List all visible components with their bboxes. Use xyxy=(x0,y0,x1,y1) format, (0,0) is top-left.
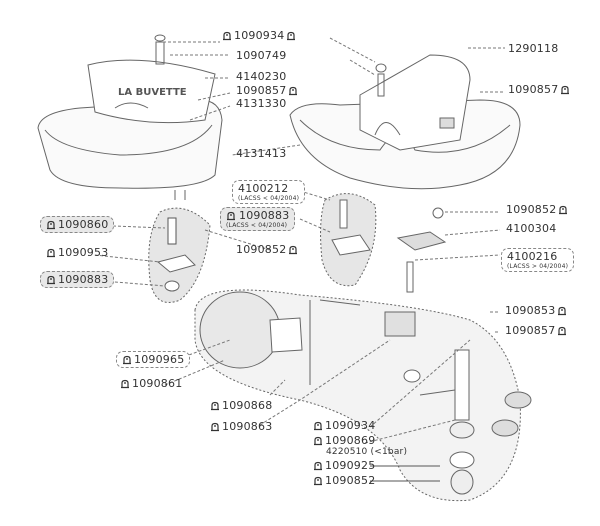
part-number: 1090852 xyxy=(325,474,376,487)
part-label-1090925: 1090925 xyxy=(313,459,375,472)
part-number: 1090860 xyxy=(58,218,109,231)
part-number: 1090883 xyxy=(239,209,290,222)
part-label-1090857-a: 1090857 xyxy=(236,84,298,97)
spare-part-icon xyxy=(558,205,568,215)
part-label-4131330: 4131330 xyxy=(236,97,286,110)
part-label-4131413: 4131413 xyxy=(236,147,286,160)
part-label-1090868: 1090868 xyxy=(210,399,272,412)
spare-part-icon xyxy=(557,306,567,316)
spare-part-icon xyxy=(286,31,296,41)
part-label-1090863: 1090863 xyxy=(210,420,272,433)
part-number: 4100212 xyxy=(238,182,289,195)
part-label-1090852-mid: 1090852 xyxy=(236,243,298,256)
spare-part-icon xyxy=(120,379,130,389)
part-label-1090857-c: 1090857 xyxy=(505,324,567,337)
spare-part-icon xyxy=(46,248,56,258)
part-label-4220510: 4220510 (<1bar) xyxy=(326,446,407,459)
part-label-4100216: 4100216(LACSS > 04/2004) xyxy=(501,248,575,272)
part-label-1090883-left: 1090883 xyxy=(40,271,115,288)
part-label-1090869: 1090869 xyxy=(313,434,375,447)
spare-part-icon xyxy=(222,31,232,41)
part-number: 1090953 xyxy=(58,246,109,259)
part-number: 4140230 xyxy=(236,70,287,83)
part-label-1090852-bottom: 1090852 xyxy=(313,474,375,487)
part-label-4140230: 4140230 xyxy=(236,70,286,83)
part-label-1090861: 1090861 xyxy=(120,377,182,390)
part-number: 1090868 xyxy=(222,399,273,412)
part-label-1090749: 1090749 xyxy=(236,49,286,62)
spare-part-icon xyxy=(313,476,323,486)
left-parts-bubble xyxy=(148,207,211,303)
part-number: 1090934 xyxy=(234,29,285,42)
part-number: 1090965 xyxy=(134,353,185,366)
part-number: 1090925 xyxy=(325,459,376,472)
part-label-1090953: 1090953 xyxy=(46,246,108,259)
part-label-1090853: 1090853 xyxy=(505,304,567,317)
spare-part-icon xyxy=(46,220,56,230)
part-label-1090934-bottom: 1090934 xyxy=(313,419,375,432)
part-number: 1290118 xyxy=(508,42,559,55)
spare-part-icon xyxy=(288,245,298,255)
part-label-1090857-b: 1090857 xyxy=(508,83,570,96)
part-number: 1090749 xyxy=(236,49,287,62)
part-number: 1090869 xyxy=(325,434,376,447)
spare-part-icon xyxy=(288,86,298,96)
part-number: 4100304 xyxy=(506,222,557,235)
part-label-1290118: 1290118 xyxy=(508,42,558,55)
spare-part-icon xyxy=(557,326,567,336)
spare-part-icon xyxy=(560,85,570,95)
part-number: 1090857 xyxy=(505,324,556,337)
part-label-1090852-right: 1090852 xyxy=(506,203,568,216)
part-number: 4220510 (<1bar) xyxy=(326,447,408,457)
spare-part-icon xyxy=(313,436,323,446)
part-label-4100304: 4100304 xyxy=(506,222,556,235)
part-label-1090934-top: 1090934 xyxy=(222,29,296,42)
part-note: (LACSS > 04/2004) xyxy=(507,263,569,270)
part-label-1090965: 1090965 xyxy=(116,351,191,368)
part-number: 1090883 xyxy=(58,273,109,286)
part-number: 1090852 xyxy=(236,243,287,256)
part-number: 4131413 xyxy=(236,147,287,160)
part-number: 4100216 xyxy=(507,250,558,263)
part-number: 1090857 xyxy=(508,83,559,96)
part-number: 1090857 xyxy=(236,84,287,97)
spare-part-icon xyxy=(226,211,236,221)
part-note: (LACSS < 04/2004) xyxy=(226,222,288,229)
part-number: 4131330 xyxy=(236,97,287,110)
part-number: 1090863 xyxy=(222,420,273,433)
part-label-4100212: 4100212(LACSS < 04/2004) xyxy=(232,180,306,204)
spare-part-icon xyxy=(122,355,132,365)
part-number: 1090852 xyxy=(506,203,557,216)
spare-part-icon xyxy=(313,461,323,471)
part-label-1090883-mid: 1090883(LACSS < 04/2004) xyxy=(220,207,296,231)
spare-part-icon xyxy=(313,421,323,431)
spare-part-icon xyxy=(210,422,220,432)
spare-part-icon xyxy=(46,275,56,285)
product-logo: LA BUVETTE xyxy=(118,87,187,98)
part-number: 1090853 xyxy=(505,304,556,317)
part-label-1090860: 1090860 xyxy=(40,216,115,233)
part-number: 1090861 xyxy=(132,377,183,390)
part-note: (LACSS < 04/2004) xyxy=(238,195,300,202)
left-bowl-drawing xyxy=(37,34,223,200)
right-bowl-drawing xyxy=(289,54,521,190)
spare-part-icon xyxy=(210,401,220,411)
part-number: 1090934 xyxy=(325,419,376,432)
